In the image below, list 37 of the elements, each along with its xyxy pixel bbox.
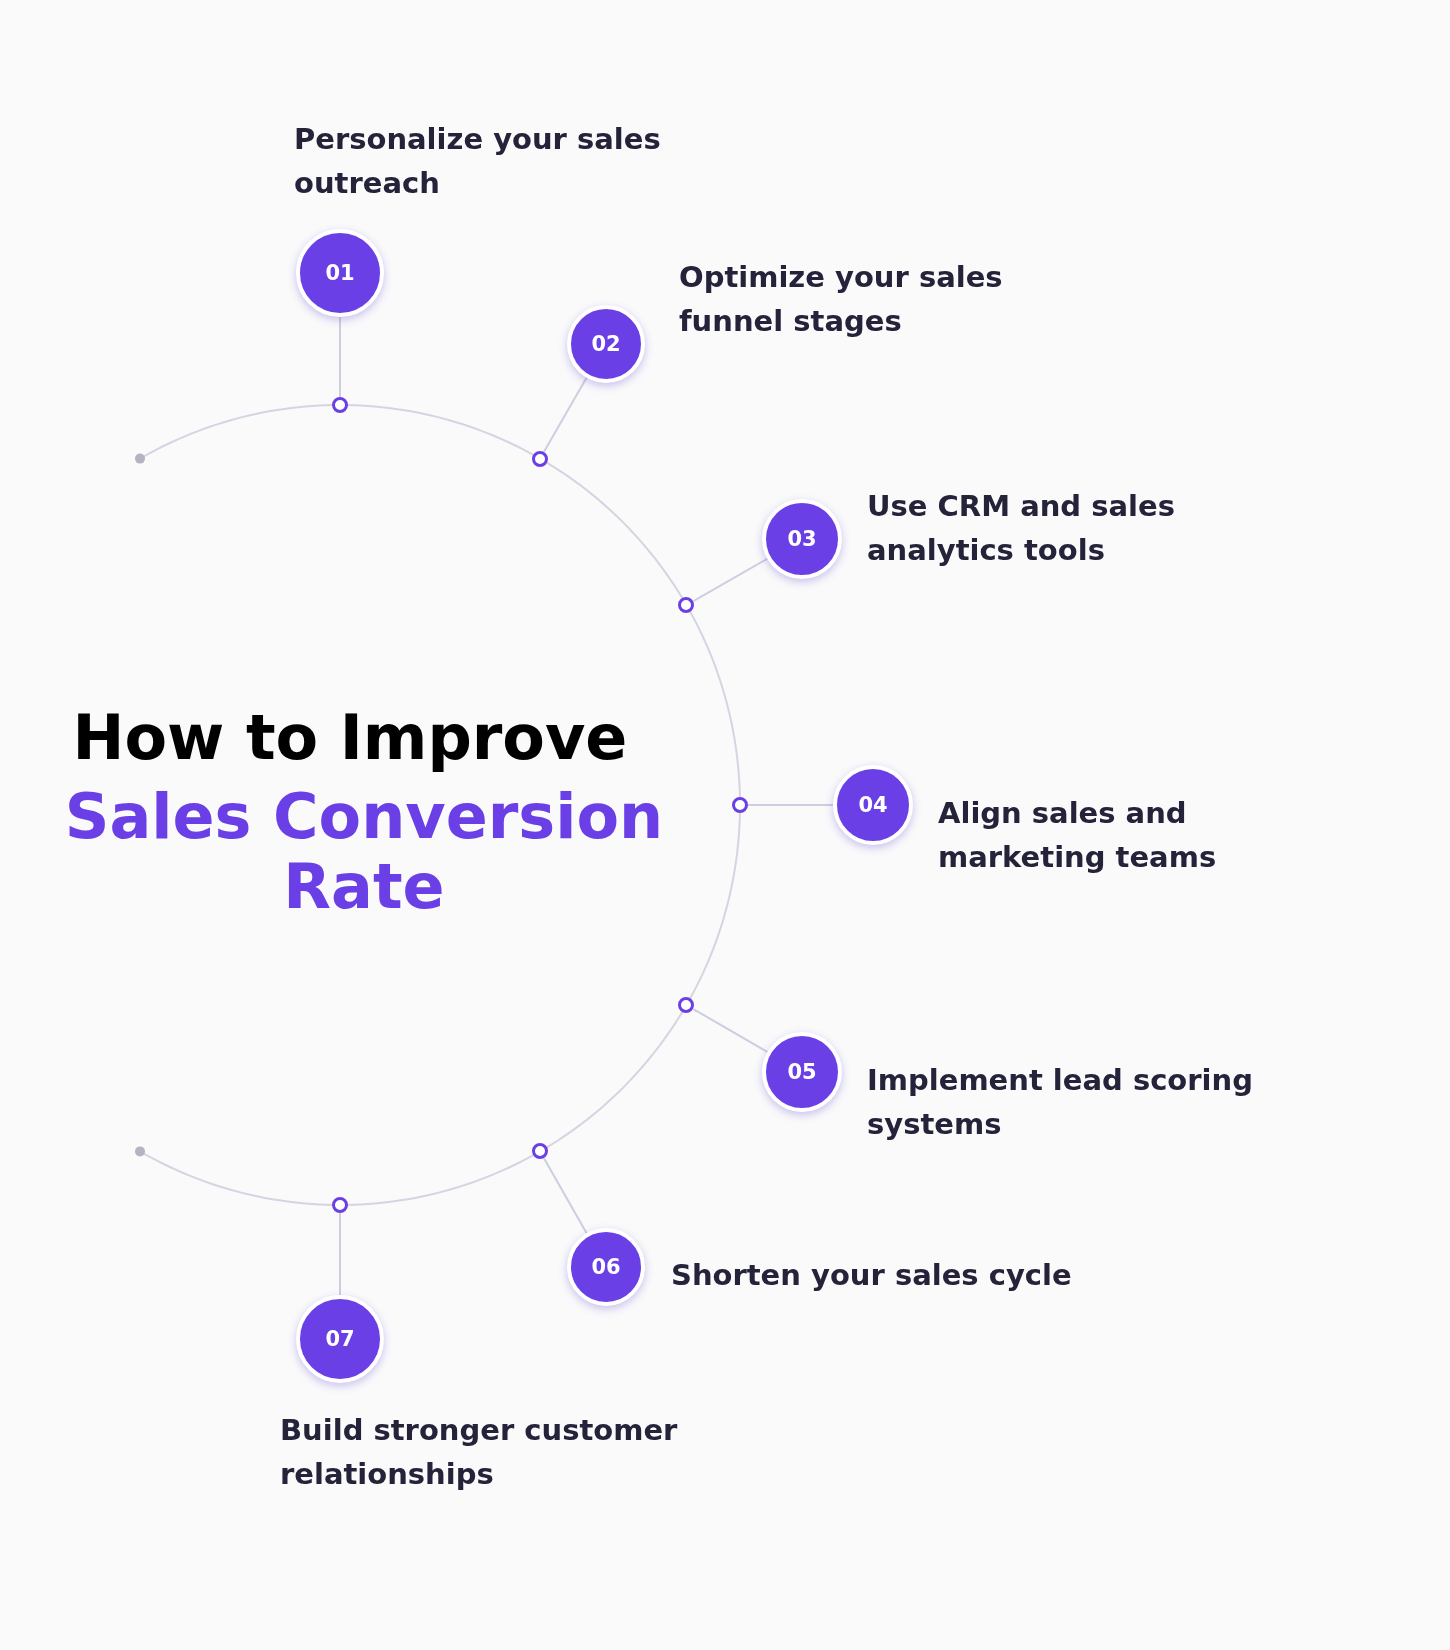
number-circle <box>567 305 645 383</box>
number-circle <box>567 1228 645 1306</box>
step-number: 05 <box>787 1060 817 1084</box>
step-text: Optimize your sales funnel stages <box>679 259 1004 340</box>
connector-line <box>692 557 769 603</box>
title: How to Improve <box>71 700 629 776</box>
ring-marker <box>678 597 695 613</box>
connector-line <box>543 376 588 453</box>
step-number: 02 <box>591 332 621 356</box>
number-circle <box>833 765 913 845</box>
ring-marker <box>332 1197 348 1213</box>
step-text: Shorten your sales cycle <box>671 1257 1073 1294</box>
step-number: 07 <box>325 1327 355 1351</box>
step-text: Use CRM and sales analytics tools <box>867 488 1176 569</box>
connector-line <box>692 1008 769 1053</box>
step-number: 06 <box>591 1255 621 1279</box>
number-circle <box>296 1295 384 1383</box>
connector-line <box>339 316 341 398</box>
ring-marker <box>532 450 548 467</box>
number-circle <box>762 1032 842 1112</box>
ring-marker <box>532 1143 548 1160</box>
connector-line <box>339 1212 341 1296</box>
step-number: 04 <box>858 793 888 817</box>
step-text: Align sales and marketing teams <box>938 795 1218 876</box>
step-number: 01 <box>325 261 355 285</box>
step-text: Implement lead scoring systems <box>867 1062 1254 1143</box>
connector-line <box>747 804 834 806</box>
number-circle <box>296 229 384 317</box>
ring-marker <box>732 797 748 813</box>
step-number: 03 <box>787 527 817 551</box>
ring-marker <box>332 397 348 413</box>
step-text: Build stronger customer relationships <box>280 1412 679 1493</box>
subtitle: Sales Conversion Rate <box>64 782 664 922</box>
number-circle <box>762 499 842 579</box>
step-text: Personalize your sales outreach <box>294 121 662 202</box>
ring-marker <box>678 997 695 1013</box>
connector-line <box>542 1157 588 1235</box>
